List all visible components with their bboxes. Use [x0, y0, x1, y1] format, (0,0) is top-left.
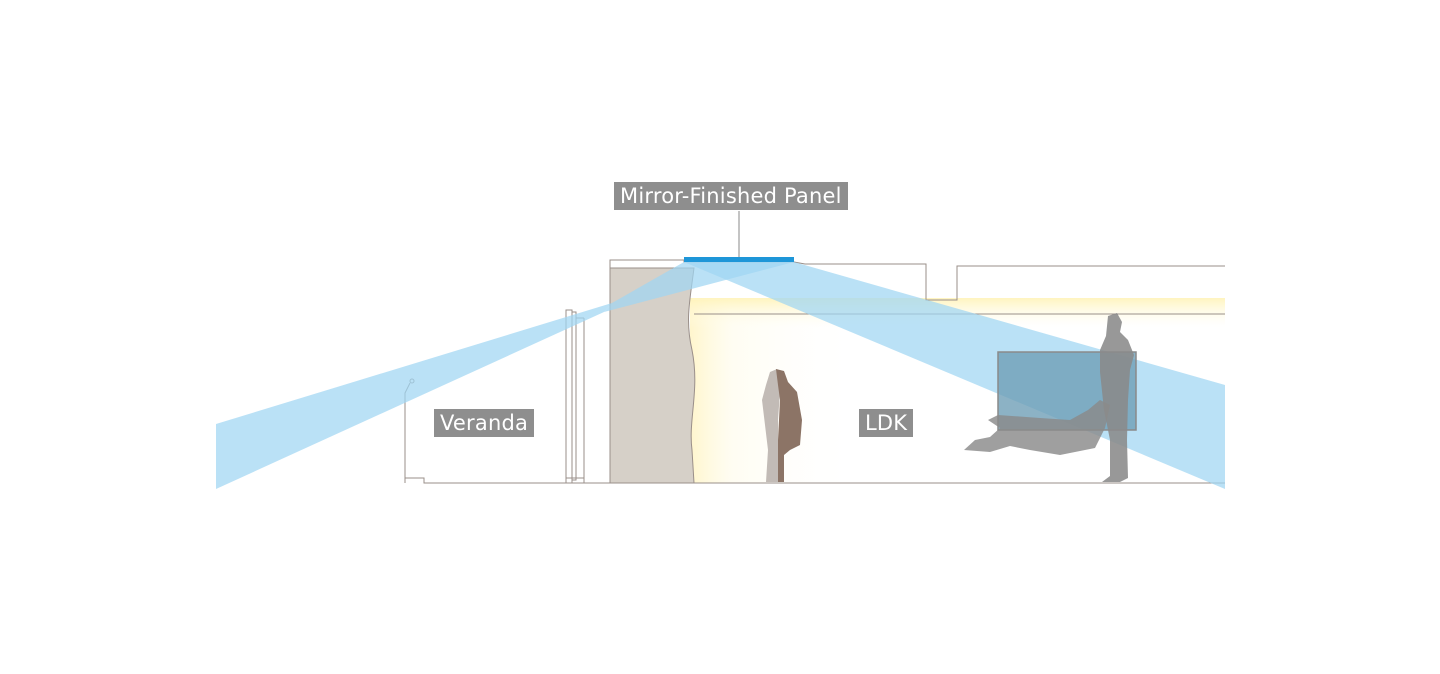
- ldk-label: LDK: [859, 409, 914, 437]
- person-front: [776, 369, 802, 482]
- window-frame: [565, 309, 585, 484]
- reclining-person: [964, 400, 1110, 455]
- standing-person: [1100, 313, 1134, 482]
- interior-wall: [609, 267, 696, 484]
- person-back: [762, 369, 782, 482]
- mirror-panel-label: Mirror-Finished Panel: [614, 182, 848, 210]
- mirror-panel: [684, 257, 794, 262]
- ceiling-outline: [609, 259, 1225, 301]
- veranda-label: Veranda: [434, 409, 535, 437]
